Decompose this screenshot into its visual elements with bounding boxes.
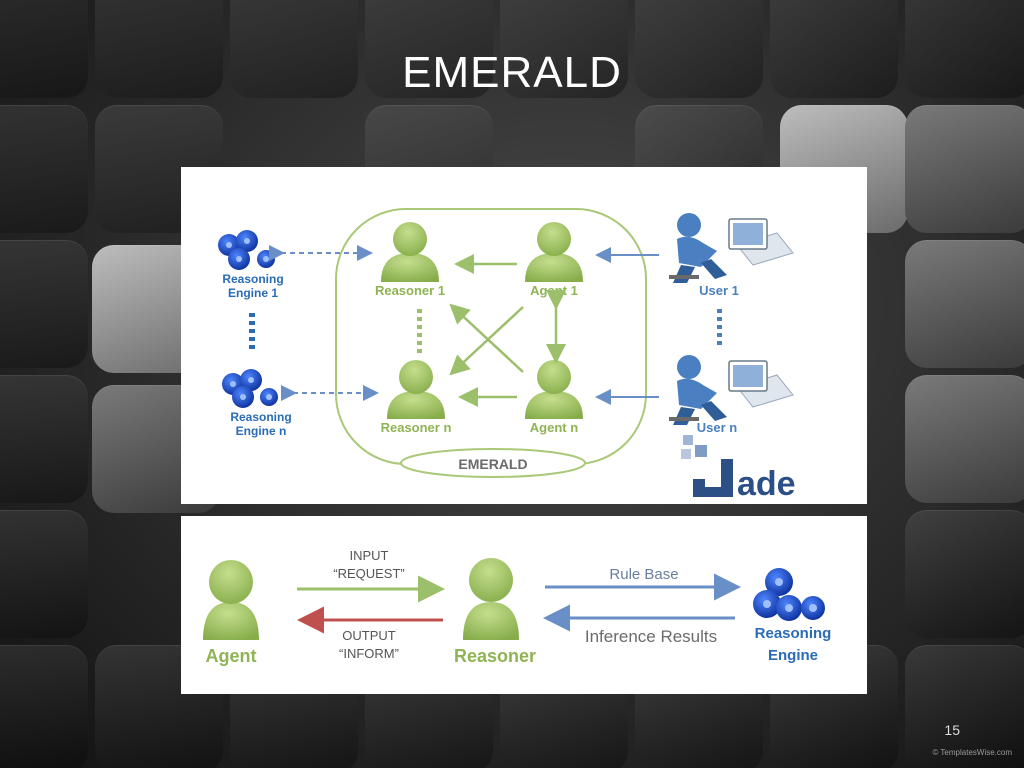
agent-label: Agent [206, 646, 257, 666]
input-label-line2: “REQUEST” [333, 566, 405, 581]
interaction-diagram: Agent INPUT “REQUEST” OUTPUT “INFORM” Reas… [181, 516, 867, 694]
vertical-ellipsis-right [717, 309, 722, 345]
reasoner-1-icon [381, 222, 439, 282]
emerald-container-badge [400, 448, 586, 478]
agent-1-icon [525, 222, 583, 282]
inference-label: Inference Results [585, 627, 717, 646]
rule-base-label: Rule Base [609, 566, 678, 583]
vertical-ellipsis-center [417, 309, 422, 353]
agent-n-icon [525, 360, 583, 419]
user-1-label: User 1 [699, 283, 739, 298]
reasoner-label: Reasoner [454, 646, 536, 666]
jade-logo-text: ade [737, 465, 796, 503]
input-label-line1: INPUT [350, 548, 389, 563]
reasoning-engine-label-line1: Reasoning [755, 625, 832, 642]
reasoner-icon [463, 558, 519, 640]
agent-icon [203, 560, 259, 640]
reasoning-engine-n-label-line1: Reasoning [230, 410, 291, 424]
output-label-line2: “INFORM” [339, 646, 399, 661]
output-label-line1: OUTPUT [342, 628, 396, 643]
jade-logo: ade [681, 435, 796, 503]
agent-1-label: Agent 1 [530, 283, 578, 298]
user-n-label: User n [697, 420, 738, 435]
reasoning-engine-1-icon [218, 230, 275, 270]
user-n-icon [669, 355, 794, 425]
arrow-agent1-reasonern [449, 306, 524, 376]
emerald-container-label: EMERALD [458, 456, 527, 472]
output-label: OUTPUT “INFORM” [339, 628, 399, 661]
reasoning-engine-icon [753, 568, 825, 621]
reasoning-engine-label-line2: Engine [768, 647, 818, 664]
user-1-icon [669, 213, 794, 283]
footer-credit: © TemplatesWise.com [932, 748, 1012, 757]
reasoner-1-label: Reasoner 1 [375, 283, 445, 298]
reasoner-n-icon [387, 360, 445, 419]
input-label: INPUT “REQUEST” [333, 548, 405, 581]
reasoning-engine-n-icon [222, 369, 278, 408]
slide-title: EMERALD [402, 48, 622, 97]
reasoner-n-label: Reasoner n [381, 420, 452, 435]
reasoning-engine-1-label-line1: Reasoning [222, 272, 283, 286]
reasoning-engine-1-label-line2: Engine 1 [228, 286, 278, 300]
vertical-ellipsis-left [249, 313, 255, 349]
reasoning-engine-n-label-line2: Engine n [236, 424, 287, 438]
agent-n-label: Agent n [530, 420, 578, 435]
page-number: 15 [944, 722, 960, 738]
